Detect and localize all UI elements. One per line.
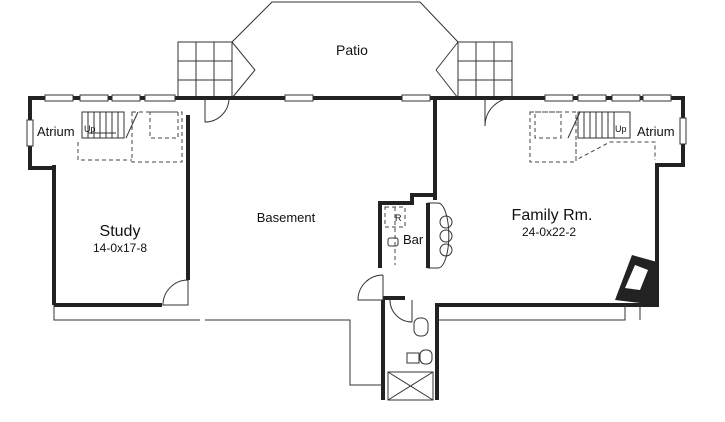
family-room-dims: 24-0x22-2 — [522, 225, 576, 239]
patio: Patio — [177, 1, 513, 99]
stair-right: Up — [529, 111, 656, 163]
stair-left-label: Up — [84, 124, 96, 134]
atrium-right-label: Atrium — [637, 124, 675, 139]
study-dims: 14-0x17-8 — [93, 241, 147, 255]
patio-label: Patio — [336, 42, 368, 58]
doors — [162, 97, 514, 323]
stair-right-label: Up — [615, 124, 627, 134]
family-room-label: Family Rm. — [512, 207, 593, 224]
bathroom — [387, 317, 434, 401]
stair-left: Up — [77, 111, 183, 163]
atrium-left-label: Atrium — [37, 124, 75, 139]
bar-label: Bar — [403, 232, 424, 247]
study-label: Study — [100, 223, 141, 240]
patio-pavers-left — [177, 41, 256, 99]
patio-pavers-right — [435, 41, 513, 99]
bar: R Bar — [384, 202, 453, 269]
basement-label: Basement — [257, 210, 316, 225]
refrigerator-label: R — [395, 213, 402, 223]
fireplace — [615, 255, 657, 305]
walls — [28, 96, 685, 400]
windows — [26, 94, 687, 147]
